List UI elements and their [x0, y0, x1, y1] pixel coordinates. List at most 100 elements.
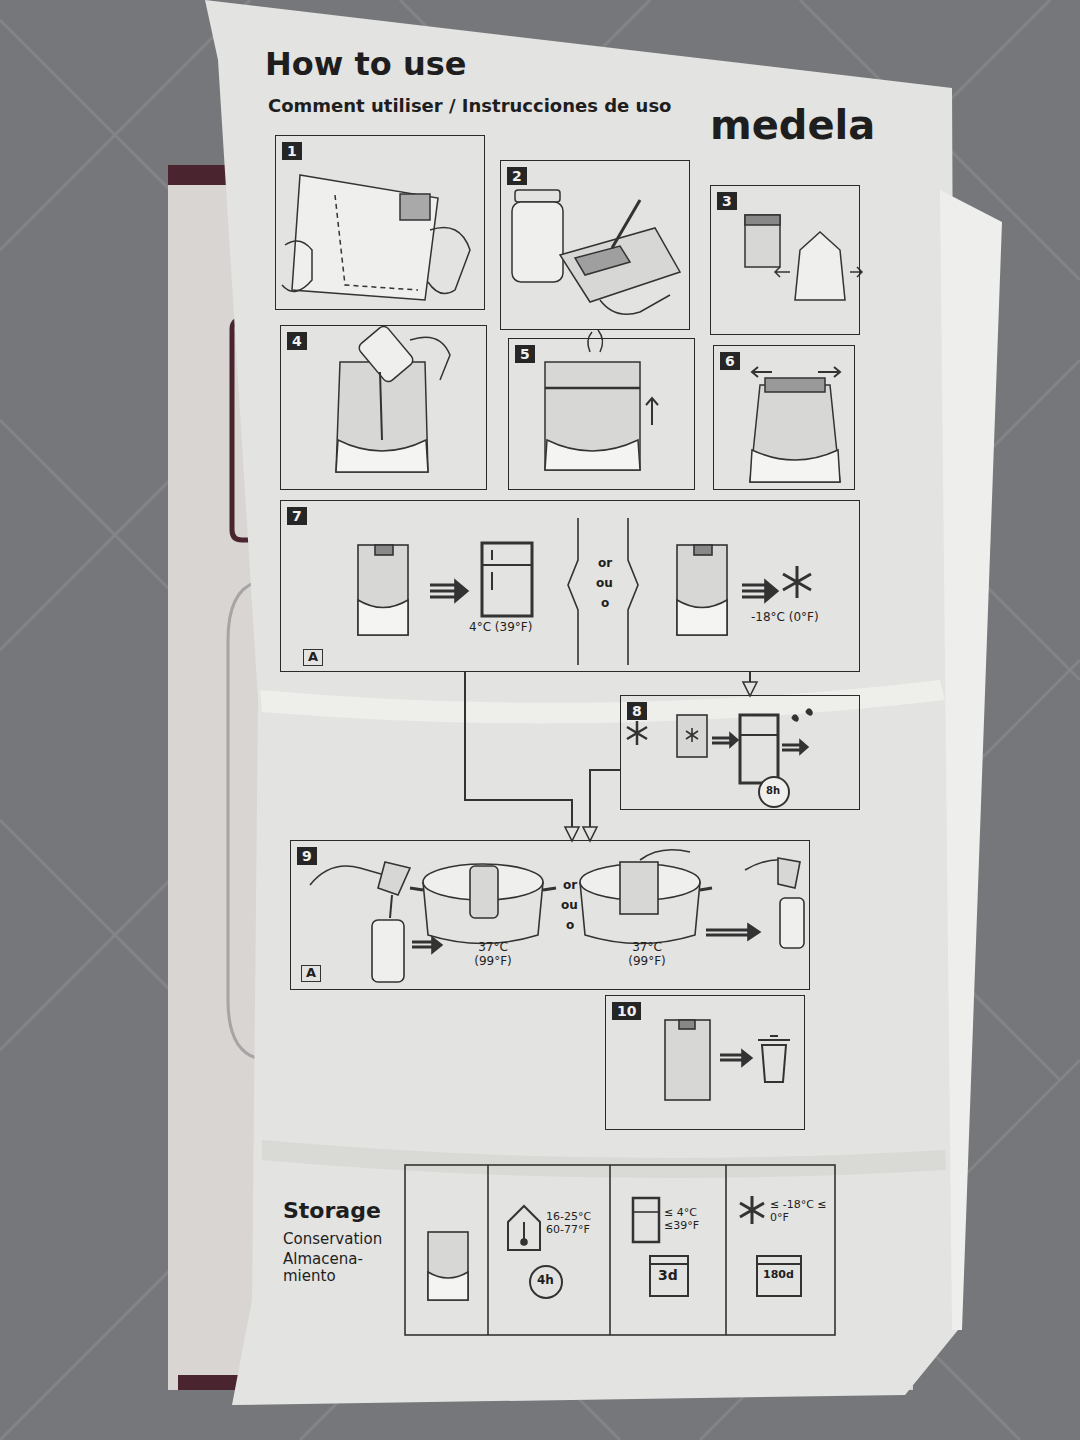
step-7-illustration-part: [358, 600, 408, 635]
step-panel: 5: [508, 338, 695, 490]
table-cell: 180d: [763, 1269, 794, 1282]
step-8-illustration-part: [677, 715, 707, 757]
table-cell: ≤ 4°C ≤39°F: [664, 1207, 719, 1232]
step-7-illustration-part: [568, 518, 638, 665]
step-panel: 10: [605, 995, 805, 1130]
step-8-illustration-part: [627, 721, 647, 745]
section-heading: Almacena- miento: [283, 1251, 373, 1286]
step-2-illustration-part: [515, 190, 560, 202]
step-5-illustration-part: [545, 387, 640, 390]
step-3-illustration-part: [795, 232, 845, 300]
step-panel: 74°C (39°F)orouo-18°C (0°F)A: [280, 500, 860, 672]
storage-table-part: [530, 1266, 562, 1298]
step-6-illustration-part: [750, 385, 840, 482]
step-4-illustration-part: [336, 362, 428, 472]
variant-marker: A: [303, 649, 323, 666]
step-4-illustration-part: [380, 372, 382, 440]
step-8-illustration: [627, 709, 812, 807]
conjunction-label: or: [598, 557, 612, 571]
step-9-illustration-part: [390, 895, 392, 918]
storage-table-part: [428, 1272, 468, 1300]
step-4-illustration-part: [336, 440, 428, 472]
step-4-illustration-part: [357, 324, 415, 384]
step-5-illustration-part: [588, 330, 603, 352]
step-number: 6: [720, 352, 740, 370]
table-cell: 4h: [537, 1274, 554, 1288]
storage-table-part: [633, 1198, 659, 1242]
step-10-illustration-part: [679, 1020, 695, 1029]
flow-arrow: [749, 672, 751, 695]
section-heading: Conservation: [283, 1231, 382, 1248]
step-2-illustration-part: [612, 200, 640, 248]
step-4-illustration-part: [410, 337, 450, 380]
step-5-illustration: [545, 330, 658, 470]
step-9-illustration-part: [706, 930, 748, 935]
storage-table-part: [609, 1165, 611, 1335]
step-1-illustration-part: [428, 228, 470, 294]
step-7-illustration-part: [677, 600, 727, 635]
step-5-illustration-part: [545, 362, 640, 470]
step-9-illustration-part: [412, 942, 432, 947]
step-9-illustration-part: [372, 920, 404, 982]
storage-bag-package-part: [260, 680, 945, 724]
step-10-illustration-part: [770, 1035, 778, 1037]
storage-table-part: [757, 1263, 801, 1265]
temperature-label: 37°C (99°F): [617, 941, 677, 969]
step-9-illustration-part: [378, 862, 410, 895]
step-2-illustration: [512, 190, 680, 314]
step-number: 3: [717, 192, 737, 210]
step-9-illustration-part: [432, 937, 442, 953]
step-number: 2: [507, 167, 527, 185]
step-7-illustration-part: [375, 545, 393, 555]
storage-table-part: [405, 1165, 835, 1335]
step-number: 4: [287, 332, 307, 350]
storage-table-part: [487, 1165, 489, 1335]
storage-table-part: [508, 1206, 540, 1250]
step-3-illustration-part: [745, 215, 780, 267]
step-6-illustration: [750, 367, 840, 482]
step-number: 5: [515, 345, 535, 363]
flow-arrow: [465, 672, 572, 840]
storage-table-part: [740, 1196, 764, 1224]
variant-marker: A: [301, 965, 321, 982]
step-9-illustration-part: [748, 924, 760, 940]
step-7-illustration-part: [482, 543, 532, 616]
step-10-illustration-part: [720, 1055, 742, 1060]
step-7-illustration-part: [482, 564, 532, 566]
step-6-illustration-part: [750, 450, 840, 482]
step-9-illustration: [310, 850, 804, 982]
cardboard-box-part: [178, 1375, 238, 1390]
step-3-illustration-part: [745, 215, 780, 225]
step-1-illustration-part: [400, 194, 430, 220]
temperature-label: -18°C (0°F): [751, 611, 819, 625]
step-2-illustration-part: [560, 228, 680, 302]
step-7-illustration-part: [677, 545, 727, 635]
step-8-illustration-part: [740, 734, 778, 736]
temperature-label: 37°C (99°F): [463, 941, 523, 969]
step-number: 8: [627, 702, 647, 720]
step-number: 9: [297, 847, 317, 865]
storage-bag-package-part: [205, 0, 958, 1405]
step-2-illustration-part: [600, 295, 670, 314]
cardboard-box-part: [168, 165, 228, 185]
step-10-illustration-part: [665, 1020, 710, 1100]
step-7-illustration-part: [491, 550, 493, 560]
storage-table-part: [523, 1222, 525, 1240]
step-panel: 4: [280, 325, 487, 490]
table-cell: 16-25°C 60-77°F: [546, 1211, 608, 1236]
step-panel: 1: [275, 135, 485, 310]
step-4-illustration: [336, 324, 450, 472]
step-8-illustration-part: [792, 709, 812, 721]
storage-bag-package-part: [262, 1140, 946, 1178]
step-10-illustration: [665, 1020, 790, 1100]
conjunction-label: or: [563, 879, 577, 893]
section-heading: Storage: [283, 1198, 381, 1223]
table-cell: 3d: [658, 1267, 678, 1283]
step-number: 1: [282, 142, 302, 160]
step-7-illustration-part: [783, 566, 811, 598]
conjunction-label: o: [566, 919, 574, 933]
